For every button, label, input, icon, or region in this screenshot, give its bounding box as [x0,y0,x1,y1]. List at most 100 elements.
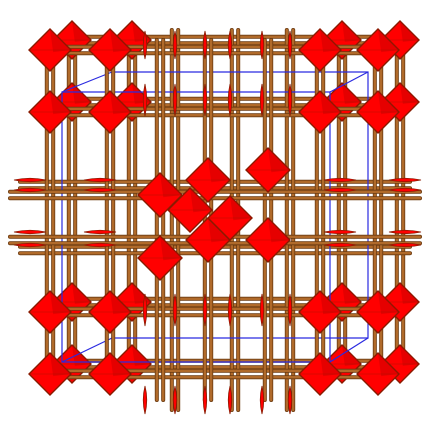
octahedron-shade [50,353,71,377]
octahedral-node [356,290,400,334]
octahedron-shade [378,91,399,115]
octahedral-node [298,290,342,334]
octahedron-shade [110,29,131,53]
thin-linker [227,83,233,117]
unit-cell-edge [61,337,113,363]
thin-linker [259,293,265,327]
thin-linker [172,83,178,117]
octahedron-shade [190,188,212,213]
octahedron-shade [400,283,419,304]
thin-linker [142,385,148,415]
octahedron-shade [378,29,399,53]
thin-linker [83,242,117,248]
octahedral-node [356,28,400,72]
octahedral-node [137,172,183,218]
thin-linker [227,385,233,415]
thin-linker [202,30,208,60]
octahedral-node [245,217,291,263]
octahedron-shade [72,283,91,304]
unit-cell-edge [61,71,113,93]
octahedral-node [356,352,400,396]
octahedron-shade [132,283,151,304]
thin-linker [83,229,117,235]
octahedron-shade [320,353,341,377]
thin-linker [287,385,293,415]
octahedron-shade [342,283,361,304]
octahedron-shade [160,236,182,261]
octahedron-shade [110,291,131,315]
octahedral-node [167,187,213,233]
octahedron-shade [342,345,361,366]
thin-linker [172,293,178,327]
thin-linker [227,30,233,60]
octahedron-shade [110,91,131,115]
octahedral-node [88,28,132,72]
thin-linker [83,177,117,183]
octahedron-shade [268,148,290,173]
octahedral-node [356,90,400,134]
octahedron-shade [400,345,419,366]
octahedron-shade [400,21,419,42]
octahedral-node [28,290,72,334]
octahedral-node [88,90,132,134]
unit-cell-edge [329,71,369,93]
thin-linker [142,83,148,117]
thin-linker [388,177,422,183]
octahedral-node [245,147,291,193]
octahedron-shade [110,353,131,377]
octahedral-node [88,290,132,334]
thin-linker [323,187,357,193]
thin-linker [388,229,422,235]
thin-linker [202,293,208,327]
octahedron-shade [378,353,399,377]
octahedron-shade [72,21,91,42]
thin-linker [323,177,357,183]
octahedral-node [298,90,342,134]
octahedral-node [207,195,253,241]
octahedron-shade [72,345,91,366]
octahedron-shade [320,291,341,315]
octahedron-shade [320,29,341,53]
octahedral-node [28,90,72,134]
octahedron-shade [160,173,182,198]
thin-linker [172,385,178,415]
thin-linker [202,385,208,415]
octahedron-shade [342,83,361,104]
thin-linker [142,30,148,60]
thin-linker [13,229,47,235]
octahedron-shade [378,291,399,315]
octahedron-shade [208,158,230,183]
unit-cell-edge [329,337,369,363]
thin-linker [287,30,293,60]
thin-linkers [13,30,422,415]
thin-linker [259,83,265,117]
thin-linker [13,187,47,193]
octahedron-shade [50,291,71,315]
octahedron-shade [268,218,290,243]
octahedron-shade [132,345,151,366]
thin-linker [13,242,47,248]
octahedral-node [88,352,132,396]
octahedron-shade [50,91,71,115]
thin-linker [287,83,293,117]
thin-linker [388,187,422,193]
octahedron-shade [72,83,91,104]
octahedral-node [185,157,231,203]
octahedron-shade [342,21,361,42]
thin-linker [287,293,293,327]
octahedral-node [298,28,342,72]
thin-linker [323,242,357,248]
thin-linker [142,293,148,327]
thin-linker [13,177,47,183]
thin-linker [323,229,357,235]
thin-linker [172,30,178,60]
octahedral-node [298,352,342,396]
octahedron-shade [230,196,252,221]
thin-linker [259,385,265,415]
octahedron-shade [320,91,341,115]
octahedron-shade [50,29,71,53]
octahedral-node [28,352,72,396]
octahedron-shade [132,83,151,104]
